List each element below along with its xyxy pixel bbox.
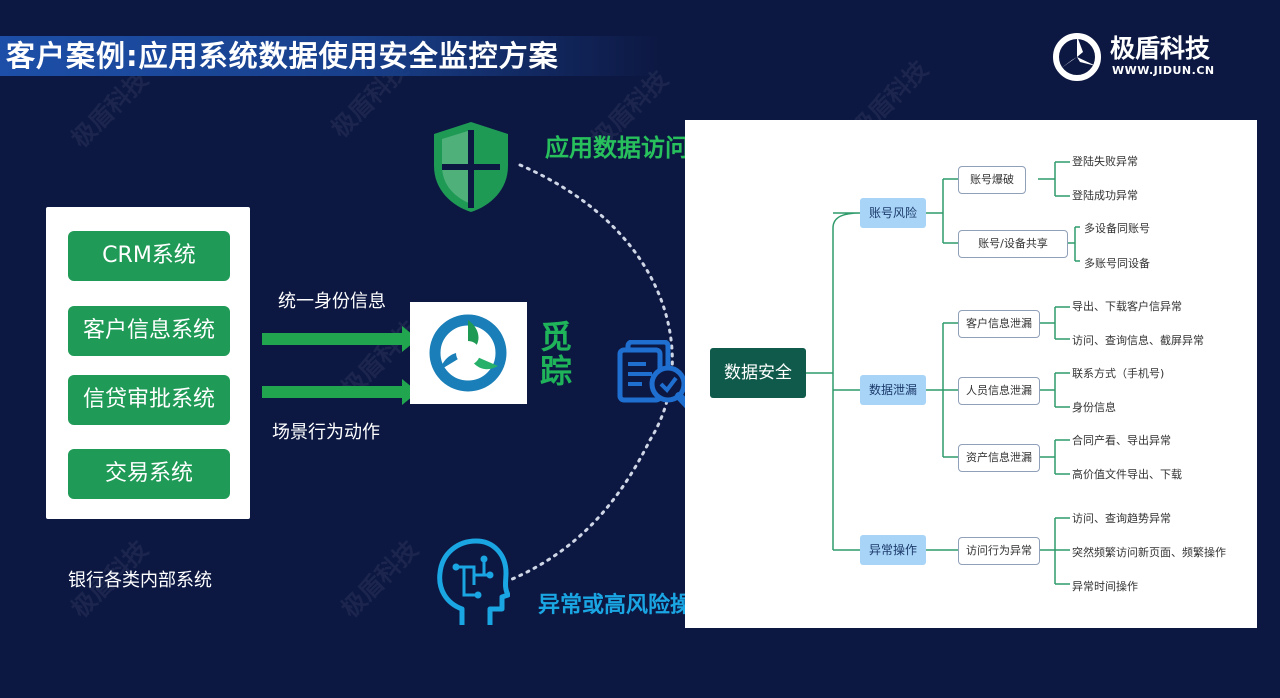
mindmap-leaf: 登陆成功异常 xyxy=(1072,189,1138,202)
mindmap-node: 人员信息泄漏 xyxy=(958,377,1040,405)
watermark: 极盾科技 xyxy=(335,535,424,624)
product-name-line2: 踪 xyxy=(540,352,573,390)
mindmap-leaf: 身份信息 xyxy=(1072,401,1116,414)
arrow-label-identity: 统一身份信息 xyxy=(278,291,386,312)
logo-name: 极盾科技 xyxy=(1110,34,1211,63)
mindmap-leaf: 访问、查询信息、截屏异常 xyxy=(1072,334,1204,347)
arrow-label-behavior: 场景行为动作 xyxy=(272,422,380,443)
title-bar xyxy=(0,36,660,76)
mindmap-leaf: 合同产看、导出异常 xyxy=(1072,434,1171,447)
mindmap-leaf: 多账号同设备 xyxy=(1084,257,1150,270)
mindmap-leaf: 登陆失败异常 xyxy=(1072,155,1138,168)
mindmap-leaf: 导出、下载客户信异常 xyxy=(1072,300,1182,313)
mindmap-branch-abnormal-op: 异常操作 xyxy=(860,535,926,565)
dotted-arc xyxy=(508,163,674,582)
mindmap-node: 资产信息泄漏 xyxy=(958,444,1040,472)
logo-url: WWW.JIDUN.CN xyxy=(1112,64,1215,77)
system-item-customer-info: 客户信息系统 xyxy=(68,306,230,356)
ai-head-icon xyxy=(437,538,510,625)
mindmap-leaf: 联系方式（手机号) xyxy=(1072,367,1165,380)
systems-caption: 银行各类内部系统 xyxy=(68,570,212,591)
page-title: 客户案例:应用系统数据使用安全监控方案 xyxy=(6,39,559,73)
arrow-behavior xyxy=(262,386,410,398)
system-item-trading: 交易系统 xyxy=(68,449,230,499)
mindmap-node: 账号/设备共享 xyxy=(958,230,1068,258)
mindmap-leaf: 异常时间操作 xyxy=(1072,580,1138,593)
shield-icon xyxy=(434,122,508,212)
product-name-line1: 觅 xyxy=(540,318,573,356)
document-search-icon xyxy=(617,340,700,418)
mindmap-node: 客户信息泄漏 xyxy=(958,310,1040,338)
system-item-crm: CRM系统 xyxy=(68,231,230,281)
mindmap-root: 数据安全 xyxy=(710,348,806,398)
mindmap-connectors xyxy=(806,161,1080,585)
mindmap-leaf: 突然频繁访问新页面、频繁操作 xyxy=(1072,546,1226,559)
mindmap-leaf: 访问、查询趋势异常 xyxy=(1072,512,1171,525)
jidun-logo-icon xyxy=(429,314,507,392)
mindmap-leaf: 多设备同账号 xyxy=(1084,222,1150,235)
product-logo xyxy=(410,302,527,404)
product-name: 觅 踪 xyxy=(540,320,580,388)
mindmap-leaf: 高价值文件导出、下载 xyxy=(1072,468,1182,481)
mindmap-node: 账号爆破 xyxy=(958,166,1026,194)
arrow-identity xyxy=(262,333,410,345)
jidun-logo-icon xyxy=(1053,33,1101,81)
system-item-credit-approval: 信贷审批系统 xyxy=(68,375,230,425)
mindmap-branch-account-risk: 账号风险 xyxy=(860,198,926,228)
mindmap-node: 访问行为异常 xyxy=(958,537,1040,565)
mindmap-branch-data-leak: 数据泄漏 xyxy=(860,375,926,405)
